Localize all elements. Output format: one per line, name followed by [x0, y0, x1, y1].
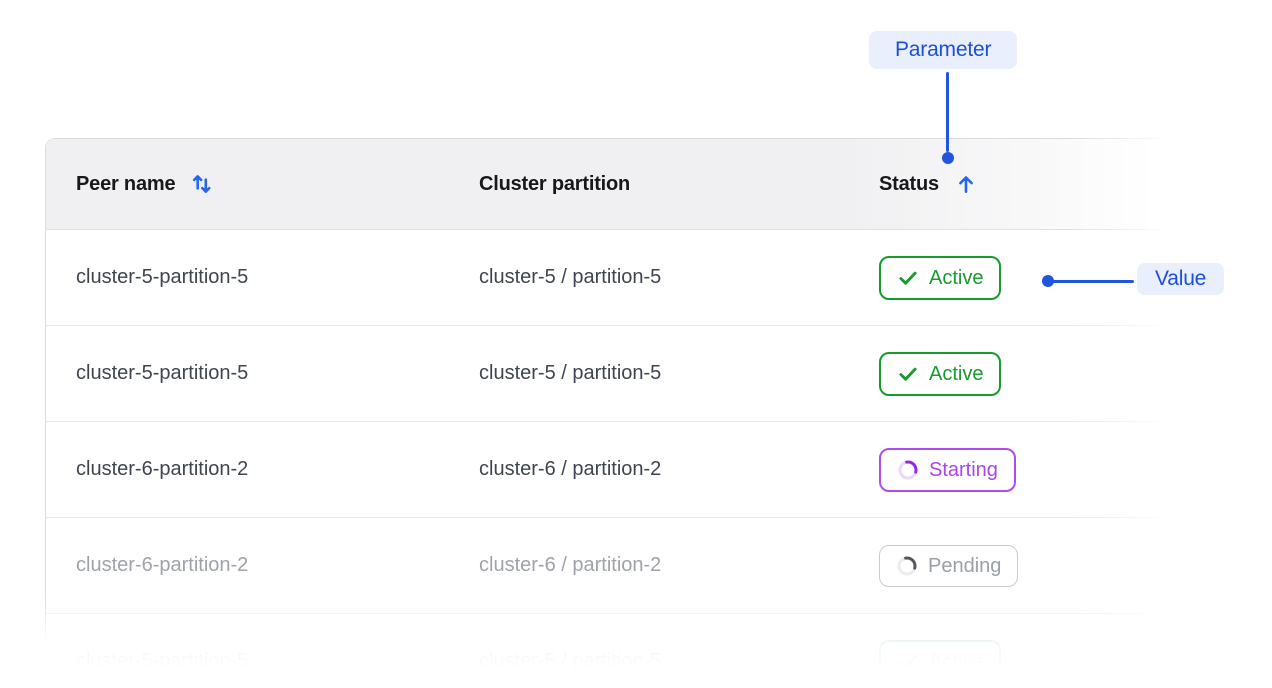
table-row: cluster-5-partition-5 cluster-5 / partit…	[46, 614, 1184, 688]
status-badge: Active	[879, 639, 1002, 684]
cluster-partition-cell: cluster-5 / partition-5	[479, 266, 662, 288]
table-row: cluster-5-partition-5 cluster-5 / partit…	[46, 230, 1184, 326]
sort-ascending-icon	[953, 171, 979, 197]
peers-table: Peer name Cluster partition Status	[45, 138, 1185, 688]
status-cell: Active	[879, 639, 1184, 684]
value-connector-dot	[1042, 275, 1054, 287]
status-badge: Active	[879, 255, 1002, 300]
spinner-icon	[897, 556, 917, 575]
status-cell: Starting	[879, 447, 1184, 492]
status-label: Active	[929, 266, 984, 289]
status-cell: Pending	[879, 544, 1184, 587]
status-header-label: Status	[879, 172, 939, 195]
table-header-row: Peer name Cluster partition Status	[46, 139, 1184, 230]
peer-name-cell: cluster-5-partition-5	[76, 362, 249, 384]
peer-name-cell: cluster-5-partition-5	[76, 650, 249, 672]
check-icon	[899, 271, 917, 285]
peer-name-cell: cluster-5-partition-5	[76, 266, 249, 288]
cluster-partition-cell: cluster-6 / partition-2	[479, 458, 662, 480]
status-badge: Active	[879, 351, 1002, 396]
table-body: cluster-5-partition-5 cluster-5 / partit…	[46, 230, 1184, 688]
peer-name-cell: cluster-6-partition-2	[76, 458, 249, 480]
status-label: Pending	[928, 554, 1002, 577]
column-header-status[interactable]: Status	[879, 171, 1184, 197]
peer-name-header-label: Peer name	[76, 172, 176, 195]
spinner-icon	[898, 460, 918, 479]
status-label: Starting	[929, 458, 998, 481]
parameter-connector-dot	[942, 152, 954, 164]
status-label: Active	[929, 650, 984, 673]
table-row: cluster-6-partition-2 cluster-6 / partit…	[46, 518, 1184, 614]
column-header-peer-name[interactable]: Peer name	[76, 171, 479, 197]
cluster-partition-cell: cluster-6 / partition-2	[479, 554, 662, 576]
table-row: cluster-6-partition-2 cluster-6 / partit…	[46, 422, 1184, 518]
status-label: Active	[929, 362, 984, 385]
parameter-connector-line	[946, 72, 949, 152]
check-icon	[899, 367, 917, 381]
sort-updown-icon	[189, 171, 215, 197]
column-header-cluster-partition[interactable]: Cluster partition	[479, 173, 879, 196]
cluster-partition-cell: cluster-5 / partition-5	[479, 362, 662, 384]
table-row: cluster-5-partition-5 cluster-5 / partit…	[46, 326, 1184, 422]
status-badge: Starting	[879, 447, 1016, 492]
status-cell: Active	[879, 255, 1184, 300]
value-connector-line	[1052, 280, 1134, 283]
peer-name-cell: cluster-6-partition-2	[76, 554, 249, 576]
check-icon	[899, 655, 917, 669]
status-badge: Pending	[879, 544, 1019, 587]
cluster-partition-header-label: Cluster partition	[479, 172, 631, 195]
status-cell: Active	[879, 351, 1184, 396]
value-callout-badge: Value	[1137, 263, 1225, 295]
parameter-callout-badge: Parameter	[869, 31, 1018, 69]
cluster-partition-cell: cluster-5 / partition-5	[479, 650, 662, 672]
